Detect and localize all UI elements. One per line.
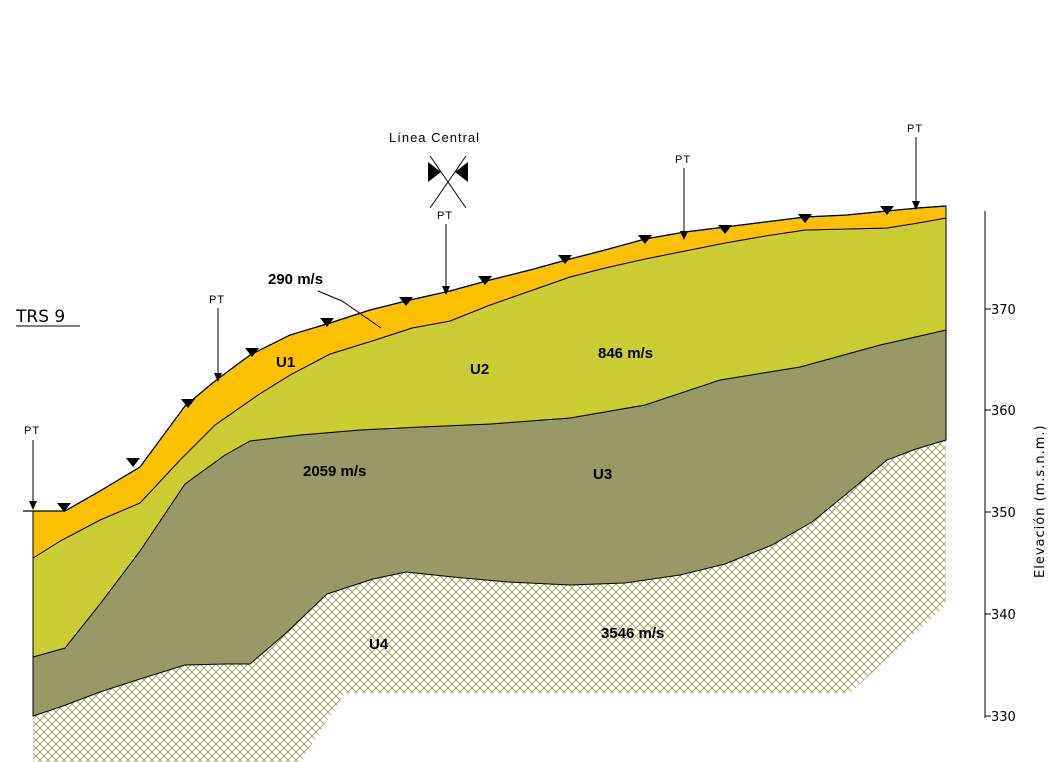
velocity-label-u4: 3546 m/s	[601, 625, 664, 642]
geophone-triangle	[399, 297, 413, 306]
unit-label-u3: U3	[593, 466, 612, 483]
axis-title: Elevación (m.s.n.m.)	[1033, 424, 1048, 578]
pt-label: PT	[907, 123, 923, 135]
geophone-triangle	[638, 235, 652, 244]
unit-label-u4: U4	[369, 636, 389, 653]
geophone-triangle	[181, 399, 195, 408]
geophone-triangle	[558, 255, 572, 264]
velocity-label-u1: 290 m/s	[268, 271, 323, 288]
elevation-axis	[984, 211, 991, 718]
geophone-triangle	[880, 206, 894, 215]
unit-label-u1: U1	[276, 354, 295, 371]
center-line-label: Línea Central	[389, 130, 480, 145]
axis-tick-label: 340	[991, 608, 1016, 623]
pt-label: PT	[437, 210, 453, 222]
pt-label: PT	[209, 294, 225, 306]
geophone-triangle	[126, 458, 140, 467]
geophone-triangle	[718, 225, 732, 234]
geophone-triangle	[478, 276, 492, 285]
section-title: TRS 9	[15, 307, 65, 327]
axis-tick-label: 360	[991, 404, 1016, 419]
velocity-label-u3: 2059 m/s	[303, 463, 366, 480]
pt-label: PT	[675, 154, 691, 166]
geophone-triangle	[320, 318, 334, 327]
axis-tick-label: 370	[991, 303, 1016, 318]
geophone-markers	[57, 206, 894, 512]
geophone-triangle	[57, 503, 71, 512]
unit-label-u2: U2	[470, 361, 489, 378]
center-line-icon	[428, 155, 468, 209]
pt-label: PT	[24, 425, 40, 437]
velocity-leader-line	[317, 290, 382, 329]
layer-u4	[33, 440, 946, 762]
velocity-label-u2: 846 m/s	[598, 345, 653, 362]
geophone-triangle	[245, 348, 259, 357]
pt-markers	[29, 137, 920, 510]
axis-tick-label: 330	[991, 710, 1016, 725]
axis-tick-label: 350	[991, 506, 1016, 521]
geophone-triangle	[798, 214, 812, 223]
